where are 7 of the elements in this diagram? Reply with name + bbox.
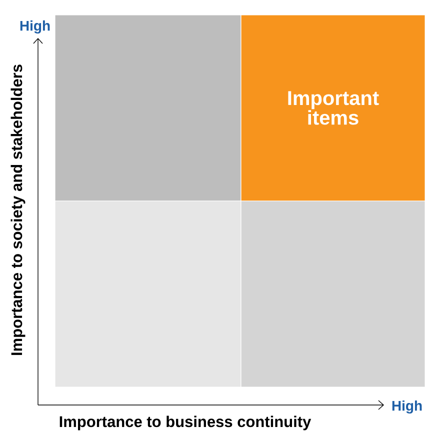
- quadrant-box: [54, 14, 242, 202]
- quadrant-box: [54, 200, 242, 388]
- quadrant-box: Important items: [240, 14, 425, 202]
- quadrant-box: [240, 200, 425, 388]
- axis-title: Importance to society and stakeholders: [10, 64, 26, 355]
- axis-end-label: High: [392, 400, 422, 414]
- axis-title: Importance to business continuity: [60, 416, 312, 430]
